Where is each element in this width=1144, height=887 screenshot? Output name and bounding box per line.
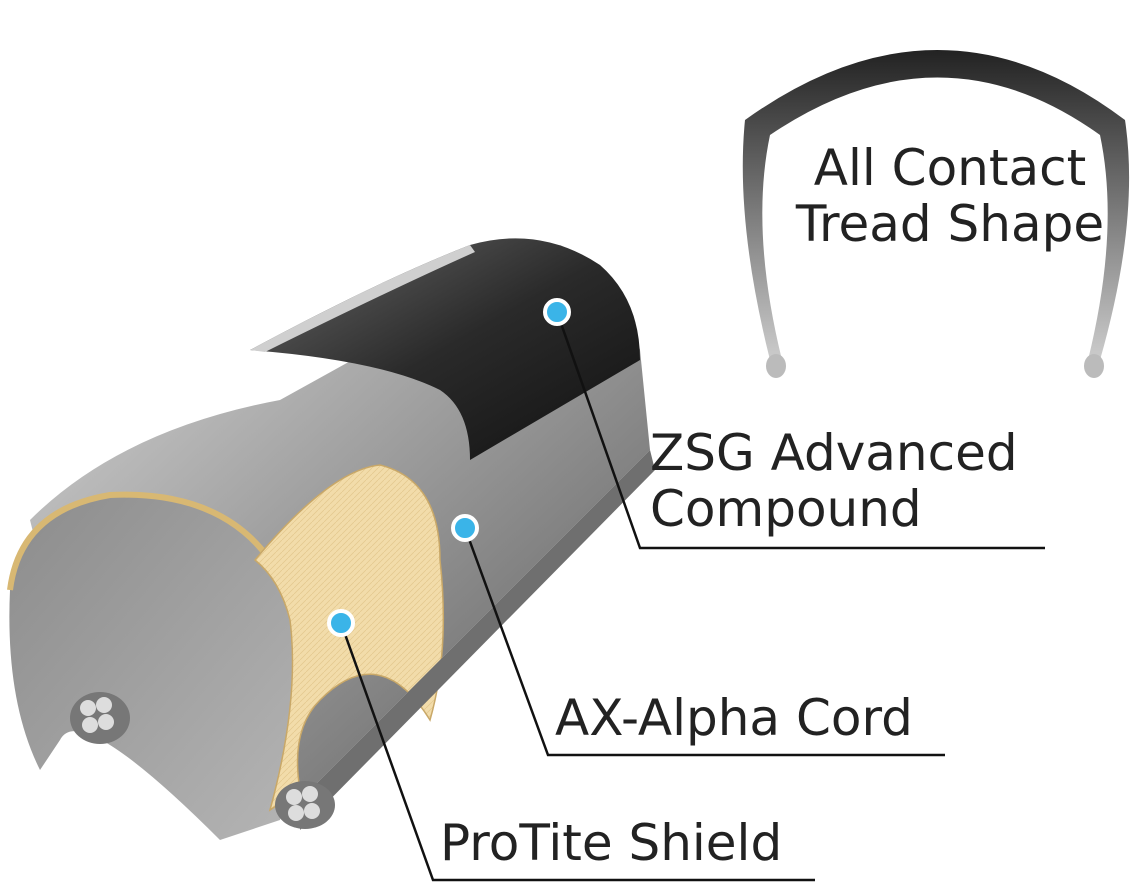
zsg-label-line1: ZSG Advanced (650, 424, 1018, 482)
leader-zsg (555, 311, 1045, 550)
zsg-label-line2: Compound (650, 480, 922, 538)
marker-cord (451, 514, 479, 542)
bead-right (275, 781, 335, 829)
tread-label-line1: All Contact (813, 139, 1087, 197)
bead-left (70, 692, 130, 744)
tread-label-line2: Tread Shape (795, 195, 1105, 253)
leader-cord (463, 527, 945, 757)
tread-shape-profile (742, 50, 1130, 378)
shield-label: ProTite Shield (440, 814, 783, 872)
tread-shape-label: All Contact Tread Shape (770, 140, 1130, 252)
tire-cutaway (7, 238, 655, 840)
leader-shield (339, 622, 815, 882)
marker-zsg (543, 298, 571, 326)
cord-label: AX-Alpha Cord (555, 689, 913, 747)
marker-shield (327, 609, 355, 637)
leader-lines (339, 311, 1045, 882)
zsg-compound-label: ZSG Advanced Compound (650, 425, 1018, 537)
